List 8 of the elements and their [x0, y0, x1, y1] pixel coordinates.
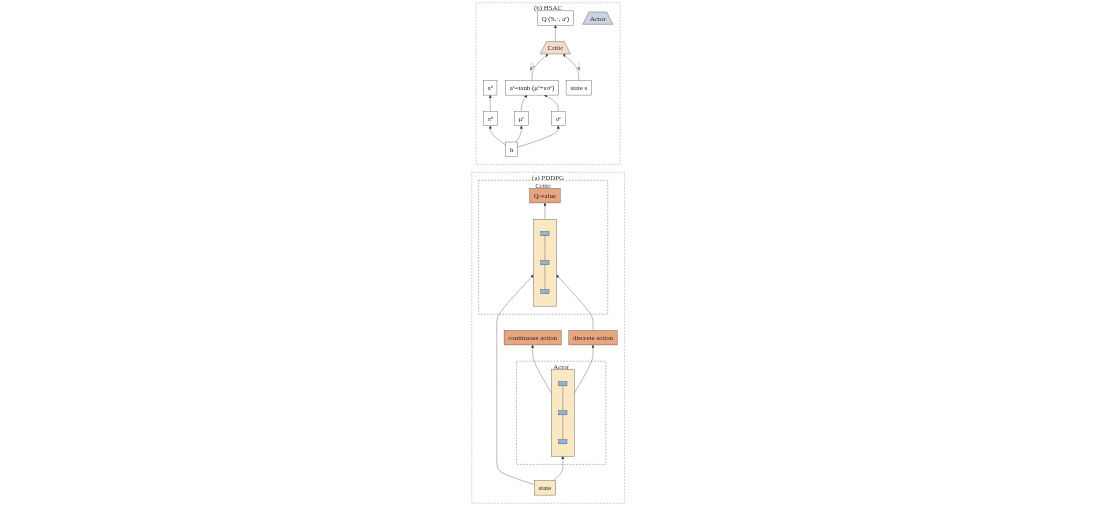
node-box: [558, 439, 568, 445]
node-box: [558, 410, 568, 416]
node-box: [541, 289, 550, 294]
node-box: [558, 381, 568, 387]
node-box: [541, 260, 550, 265]
cluster: [551, 369, 575, 457]
node-box: [541, 231, 550, 236]
cluster: [533, 219, 557, 307]
